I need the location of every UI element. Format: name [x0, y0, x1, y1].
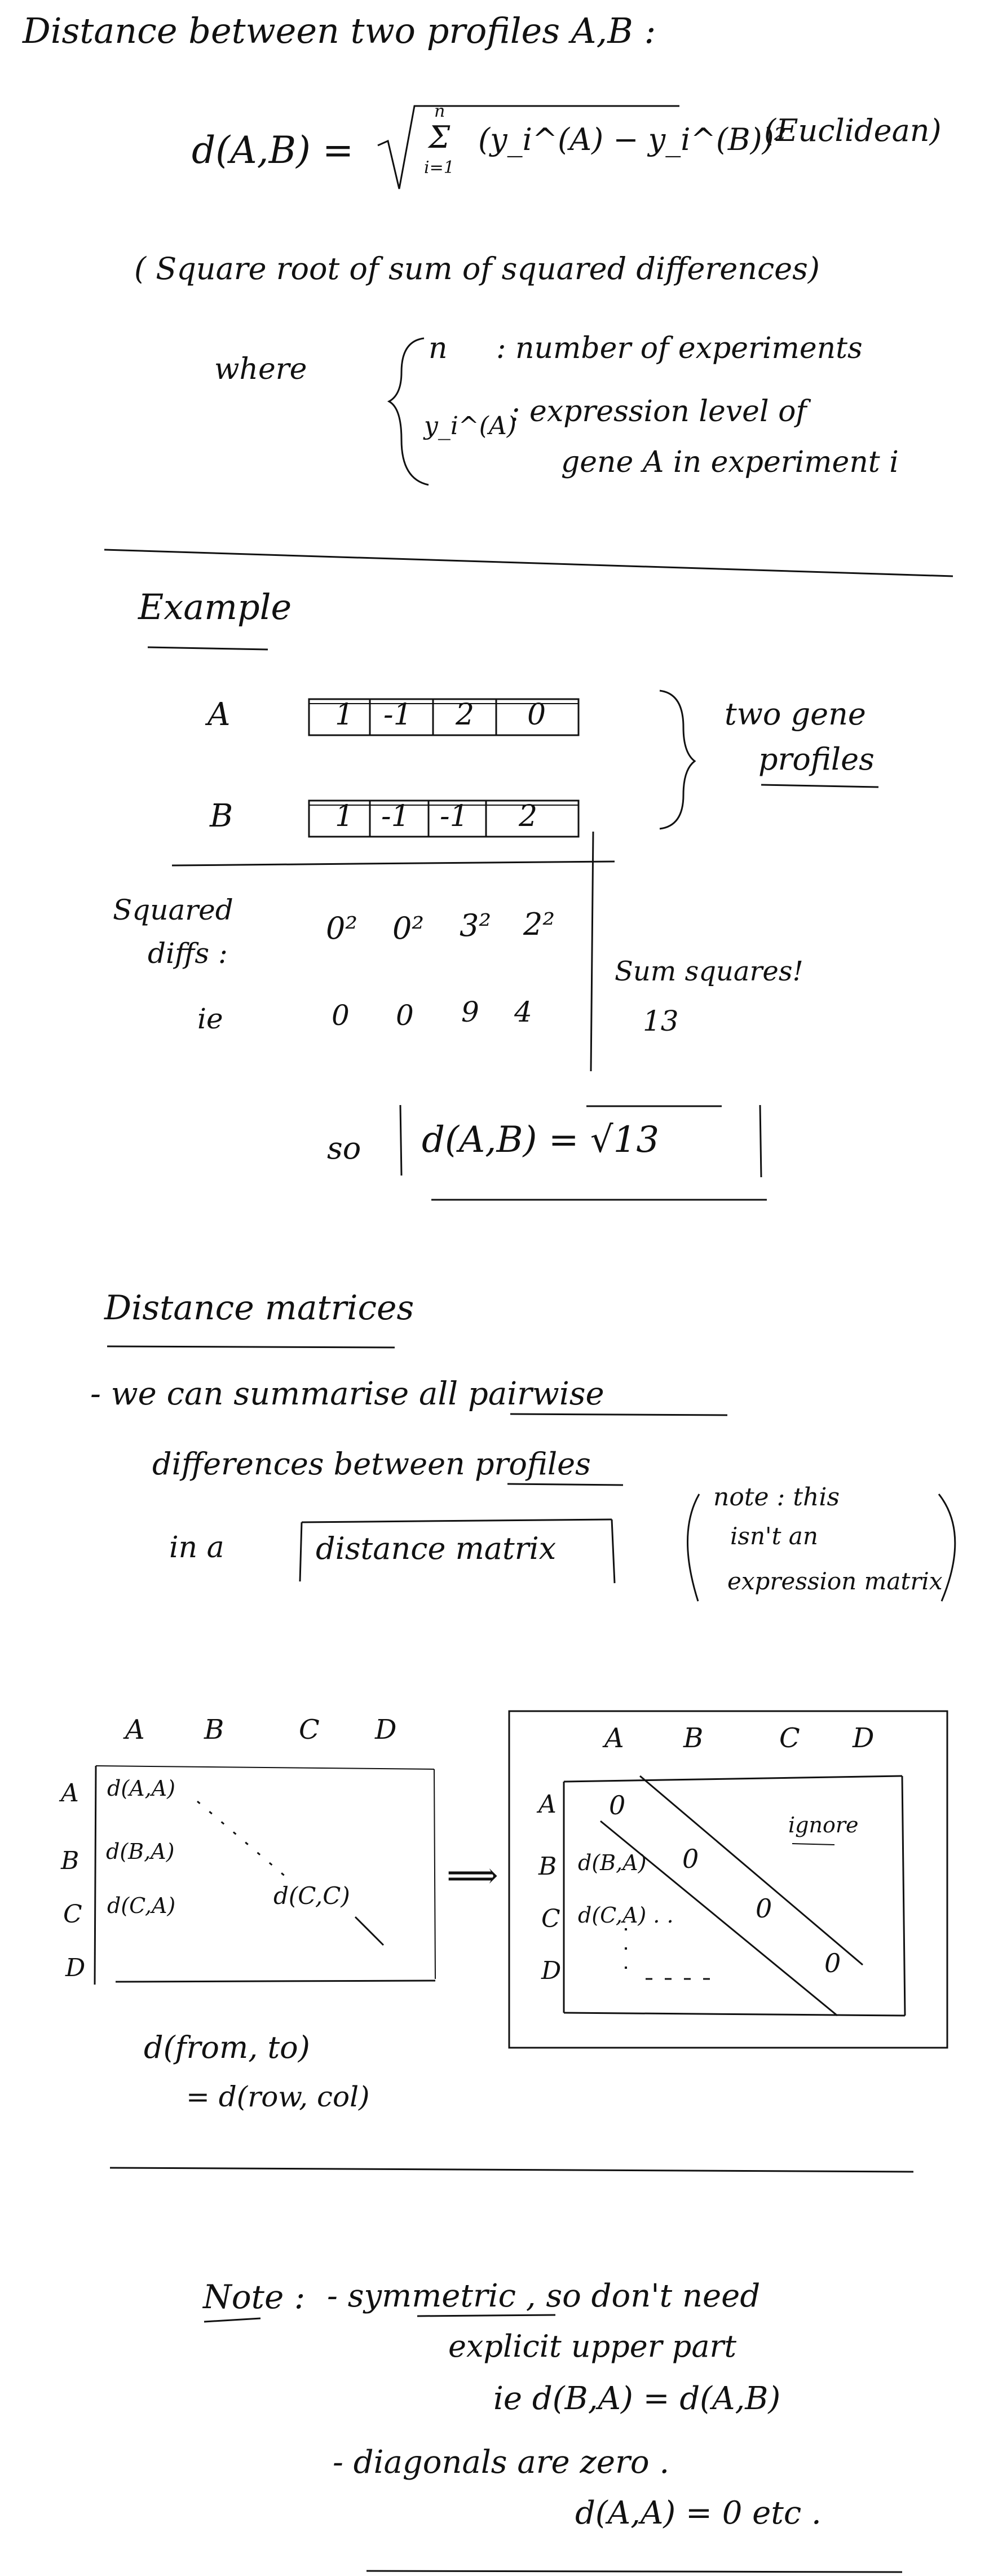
- row-a-value: 2: [456, 698, 475, 732]
- from-to-line-2: = d(row, col): [186, 2080, 370, 2113]
- boxed-term-frame: [299, 1518, 616, 1584]
- diagonal-zero: 0: [609, 1790, 626, 1821]
- left-matrix-cell: d(C,A): [107, 1893, 176, 1918]
- note-line-4: - diagonals are zero .: [333, 2444, 670, 2481]
- formula-body: (y_i^(A) − y_i^(B))²: [478, 122, 787, 157]
- formula-lhs: d(A,B) =: [192, 129, 354, 172]
- divider-1: [104, 549, 953, 577]
- def-y-symbol: y_i^(A): [424, 412, 516, 440]
- section1-heading: Distance between two profiles A,B :: [23, 10, 656, 51]
- left-matrix-col-header: C: [299, 1714, 320, 1746]
- note-line-1: - symmetric , so don't need: [327, 2278, 761, 2314]
- squared-value: 0: [332, 999, 350, 1032]
- result-equation: d(A,B) = √13: [422, 1119, 660, 1161]
- formula-note: (Euclidean): [764, 113, 942, 148]
- row-a-label: A: [207, 696, 231, 733]
- divider-2: [109, 2167, 914, 2173]
- matrices-heading: Distance matrices: [104, 1288, 414, 1328]
- row-b-label: B: [210, 798, 233, 834]
- bullet-line-3-prefix: in a: [169, 1531, 224, 1565]
- right-matrix-col-header: D: [853, 1722, 875, 1754]
- def-y-text-1: : expression level of: [510, 395, 807, 428]
- ie-label: ie: [197, 1002, 223, 1035]
- note-line-2: explicit upper part: [448, 2328, 737, 2364]
- note-line-5: d(A,A) = 0 etc .: [575, 2495, 822, 2531]
- right-matrix-col-header: B: [683, 1722, 704, 1754]
- left-matrix-cell: d(A,A): [107, 1776, 175, 1801]
- right-matrix-col-header: A: [604, 1722, 624, 1754]
- right-matrix-cell: d(B,A): [578, 1850, 647, 1875]
- diagonal-zero: 0: [824, 1948, 841, 1978]
- aside-line-3: expression matrix: [727, 1567, 943, 1595]
- squared-term: 0²: [392, 911, 425, 946]
- left-matrix-frame: [94, 1765, 436, 1985]
- from-to-line-1: d(from, to): [144, 2030, 310, 2065]
- left-matrix-col-header: D: [375, 1714, 397, 1746]
- squared-term: 0²: [326, 911, 358, 946]
- note-line-3: ie d(B,A) = d(A,B): [493, 2380, 781, 2417]
- aside-line-2: isn't an: [730, 1522, 818, 1550]
- bullet-line-2: differences between profiles: [152, 1446, 591, 1482]
- left-matrix-row-header: D: [65, 1954, 86, 1982]
- example-heading: Example: [138, 586, 292, 628]
- left-matrix-cell: d(B,A): [106, 1839, 175, 1864]
- row-b-value: 1: [335, 799, 354, 833]
- squared-label-2: diffs :: [148, 937, 228, 970]
- row-b-value: 2: [519, 799, 538, 833]
- def-y-text-2: gene A in experiment i: [561, 445, 899, 479]
- right-matrix-frame: [508, 1710, 948, 2049]
- left-matrix-col-header: B: [204, 1714, 224, 1746]
- row-a-value: 0: [527, 698, 546, 732]
- brace-note-2: profiles: [758, 741, 875, 777]
- left-matrix-cell: d(C,C): [273, 1882, 350, 1910]
- so-label: so: [327, 1130, 361, 1166]
- ignore-label: ignore: [788, 1813, 859, 1837]
- diagonal-zero: 0: [682, 1844, 699, 1874]
- brace-note-1: two gene: [725, 696, 866, 732]
- def-n-symbol: n: [429, 332, 448, 365]
- row-a-value: -1: [383, 698, 412, 732]
- left-matrix-col-header: A: [125, 1714, 145, 1746]
- diagonal-zero: 0: [756, 1893, 772, 1924]
- right-matrix-cell: d(C,A) . .: [578, 1903, 674, 1928]
- def-n-text: : number of experiments: [496, 332, 863, 365]
- note-label: Note :: [203, 2278, 306, 2316]
- right-matrix-row-header: D: [541, 1956, 562, 1985]
- right-matrix-row-header: A: [538, 1790, 557, 1819]
- squared-term: 2²: [523, 907, 555, 942]
- sum-lower-limit: i=1: [424, 158, 454, 178]
- row-a-value: 1: [335, 698, 354, 732]
- bullet-line-1: - we can summarise all pairwise: [90, 1376, 604, 1412]
- row-b-value: -1: [381, 799, 410, 833]
- left-matrix-row-header: C: [63, 1900, 82, 1929]
- arrow-icon: ⟹: [447, 1855, 498, 1897]
- boxed-term: distance matrix: [316, 1531, 557, 1566]
- left-matrix-row-header: B: [61, 1846, 80, 1875]
- squared-label-1: Squared: [113, 894, 233, 926]
- right-matrix-row-header: B: [538, 1852, 557, 1881]
- squared-value: 0: [396, 999, 414, 1032]
- sum-upper-limit: n: [434, 101, 445, 121]
- row-b-value: -1: [440, 799, 469, 833]
- where-label: where: [214, 352, 307, 386]
- aside-line-1: note : this: [713, 1483, 840, 1512]
- squared-term: 3²: [460, 908, 492, 943]
- sum-label: Sum squares!: [615, 956, 803, 987]
- squared-value: 9: [461, 996, 479, 1028]
- squared-value: 4: [514, 996, 532, 1028]
- right-matrix-col-header: C: [779, 1722, 800, 1754]
- sum-value: 13: [643, 1005, 679, 1037]
- sum-symbol: Σ: [429, 120, 451, 155]
- description: ( Square root of sum of squared differen…: [134, 251, 820, 286]
- left-matrix-row-header: A: [61, 1779, 79, 1808]
- right-matrix-row-header: C: [541, 1905, 560, 1933]
